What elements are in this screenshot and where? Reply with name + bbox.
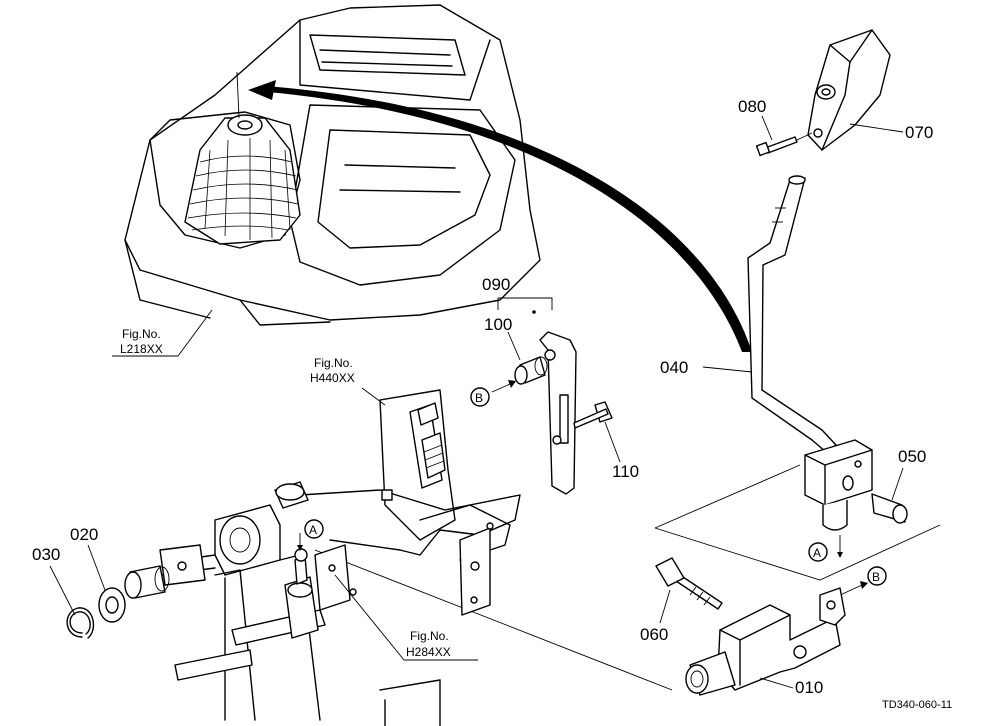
fig-ref-h284: Fig.No. H284XX	[334, 574, 478, 661]
marker-a-left-label: A	[309, 523, 317, 537]
bolt-110	[573, 401, 613, 429]
callout-040: 040	[660, 358, 688, 377]
marker-b-right-label: B	[872, 570, 880, 584]
screw-080	[755, 132, 813, 157]
callout-080: 080	[738, 97, 766, 116]
fig-ref-l218-line1: Fig.No.	[122, 327, 161, 341]
marker-b-left-label: B	[475, 391, 483, 405]
connection-marker-b-left: B	[470, 380, 516, 407]
callout-110: 110	[612, 462, 639, 481]
connection-marker-a-left: A	[297, 519, 324, 551]
assembly-direction-arrow	[248, 80, 752, 352]
fig-ref-l218-line2: L218XX	[120, 342, 163, 356]
callout-090: 090	[482, 275, 510, 294]
callout-100: 100	[484, 315, 512, 334]
plate-090	[539, 331, 577, 495]
bushing-100	[514, 356, 548, 385]
fig-ref-l218: Fig.No. L218XX	[112, 309, 213, 357]
collar	[124, 565, 170, 599]
bracket-010	[685, 587, 846, 696]
pin-050	[871, 493, 908, 524]
callout-060: 060	[640, 625, 668, 644]
operator-console-illustration	[124, 4, 541, 326]
fig-ref-h440-line1: Fig.No.	[314, 356, 353, 370]
connection-marker-b-right: B	[837, 566, 887, 597]
fig-ref-h284-line2: H284XX	[406, 645, 451, 659]
fig-ref-h284-line1: Fig.No.	[410, 629, 449, 643]
snap-ring-030	[66, 607, 95, 639]
fig-ref-h440: Fig.No. H440XX	[310, 356, 386, 406]
fig-ref-h440-line2: H440XX	[310, 371, 355, 385]
connection-marker-a-right: A	[808, 535, 843, 562]
bolt-060	[655, 557, 723, 610]
callout-010: 010	[795, 678, 823, 697]
washer-020	[98, 587, 126, 623]
callout-030: 030	[32, 545, 60, 564]
shift-shaft-assembly	[159, 481, 441, 726]
shift-lever-040	[747, 175, 837, 453]
callout-020: 020	[70, 525, 98, 544]
drawing-number: TD340-060-11	[882, 699, 952, 711]
marker-a-right-label: A	[813, 546, 821, 560]
transmission-frame	[299, 389, 521, 616]
lever-block	[804, 439, 873, 531]
callout-070: 070	[905, 123, 933, 142]
knob-070	[807, 29, 891, 151]
callout-050: 050	[898, 447, 926, 466]
